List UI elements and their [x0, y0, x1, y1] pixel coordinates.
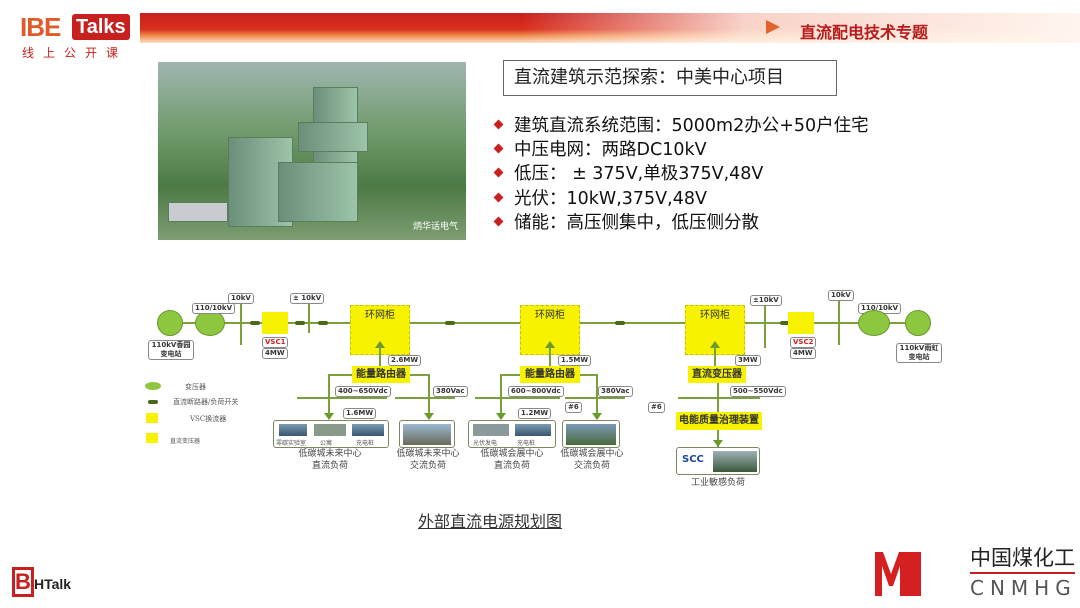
- load-box: 光伏发电充电桩: [468, 420, 556, 448]
- caption: 低碳城未来中心: [396, 449, 460, 459]
- legend-vsc-icon: [146, 413, 158, 423]
- legend-dc-transformer-icon: [146, 433, 158, 443]
- bullet-item: 建筑直流系统范围：5000m2办公+50户住宅: [493, 112, 869, 137]
- label: 110/10kV: [192, 303, 235, 314]
- arrow-icon: [766, 20, 780, 34]
- label: 600~800Vdc: [508, 386, 564, 397]
- power-quality-device: 电能质量治理装置: [676, 412, 762, 430]
- divider: [970, 572, 1075, 574]
- legend-label: 变压器: [185, 383, 206, 391]
- talks-logo: Talks: [72, 14, 130, 40]
- header-banner-fade: [520, 13, 1080, 43]
- caption: 直流负荷: [493, 461, 530, 471]
- label: 10kV: [828, 290, 854, 301]
- vsc-converter-icon: [788, 312, 814, 334]
- photo-watermark: 炳华话电气: [412, 222, 458, 232]
- label: VSC1: [262, 337, 289, 348]
- load-box: [399, 420, 455, 448]
- caption: 低碳城会展中心: [480, 449, 544, 459]
- bullet-item: 光伏：10kW,375V,48V: [493, 185, 707, 210]
- ac-source-icon: [157, 310, 183, 336]
- label: ± 10kV: [290, 293, 325, 304]
- label: #6: [565, 402, 582, 413]
- caption: 交流负荷: [573, 461, 610, 471]
- label: 500~550Vdc: [730, 386, 786, 397]
- ibe-logo: IBE: [20, 12, 61, 42]
- label: 3MW: [735, 355, 761, 366]
- label: 4MW: [262, 348, 288, 359]
- load-box: [562, 420, 620, 448]
- cnmhg-name: 中国煤化工: [970, 546, 1075, 570]
- label: 400~650Vdc: [335, 386, 391, 397]
- caption: 低碳城未来中心: [298, 449, 362, 459]
- dc-power-diagram: 110/10kV 10kV ± 10kV 110kV香园变电站 VSC1 4MW…: [140, 285, 950, 495]
- dc-transformer: 直流变压器: [688, 366, 746, 383]
- diamond-bullet-icon: [493, 192, 504, 202]
- diamond-bullet-icon: [493, 143, 504, 153]
- bullet-item: 低压： ± 375V,单极375V,48V: [493, 160, 763, 185]
- label: ±10kV: [750, 295, 782, 306]
- diamond-bullet-icon: [493, 167, 504, 177]
- legend-transformer-icon: [145, 382, 161, 390]
- label: 110kV雨虹变电站: [896, 343, 942, 363]
- load-box: SCC: [676, 447, 760, 475]
- legend-label: 直流变压器: [170, 438, 201, 445]
- slide-title: 直流建筑示范探索：中美中心项目: [503, 60, 837, 96]
- load-box: 零碳实验室公寓充电桩: [273, 420, 389, 448]
- bullet-item: 储能：高压侧集中，低压侧分散: [493, 209, 759, 234]
- vsc-converter-icon: [262, 312, 288, 334]
- label: 4MW: [790, 348, 816, 359]
- ac-source-icon: [905, 310, 931, 336]
- label: 10kV: [228, 293, 254, 304]
- bullet-item: 中压电网：两路DC10kV: [493, 136, 707, 161]
- label: 380Vac: [433, 386, 468, 397]
- label: 1.5MW: [558, 355, 592, 366]
- label: 380Vac: [598, 386, 633, 397]
- label: 1.6MW: [343, 408, 377, 419]
- diamond-bullet-icon: [493, 216, 504, 226]
- label: 1.2MW: [518, 408, 552, 419]
- topic-title: 直流配电技术专题: [800, 23, 929, 42]
- energy-router: 能量路由器: [352, 366, 410, 383]
- energy-router: 能量路由器: [520, 366, 580, 383]
- label: #6: [648, 402, 665, 413]
- transformer-icon: [858, 310, 890, 336]
- transformer-icon: [195, 310, 225, 336]
- legend-label: VSC换流器: [190, 415, 227, 423]
- caption: 交流负荷: [409, 461, 446, 471]
- caption: 工业敏感负荷: [690, 478, 745, 488]
- figure-caption: 外部直流电源规划图: [418, 512, 563, 531]
- caption: 直流负荷: [311, 461, 348, 471]
- legend-breaker-icon: [148, 400, 158, 404]
- cnmhg-logo-icon: [875, 552, 921, 596]
- caption: 低碳城会展中心: [560, 449, 624, 459]
- cnmhg-en: CNMHG: [970, 576, 1077, 600]
- label: VSC2: [790, 337, 817, 348]
- label: 110kV香园变电站: [148, 340, 194, 360]
- building-photo: 炳华话电气: [158, 62, 466, 240]
- legend-label: 直流断路器/负荷开关: [173, 398, 239, 406]
- label: 2.6MW: [388, 355, 422, 366]
- scc-logo: SCC: [682, 454, 704, 465]
- diamond-bullet-icon: [493, 119, 504, 129]
- logo-subtitle: 线上公开课: [22, 46, 128, 60]
